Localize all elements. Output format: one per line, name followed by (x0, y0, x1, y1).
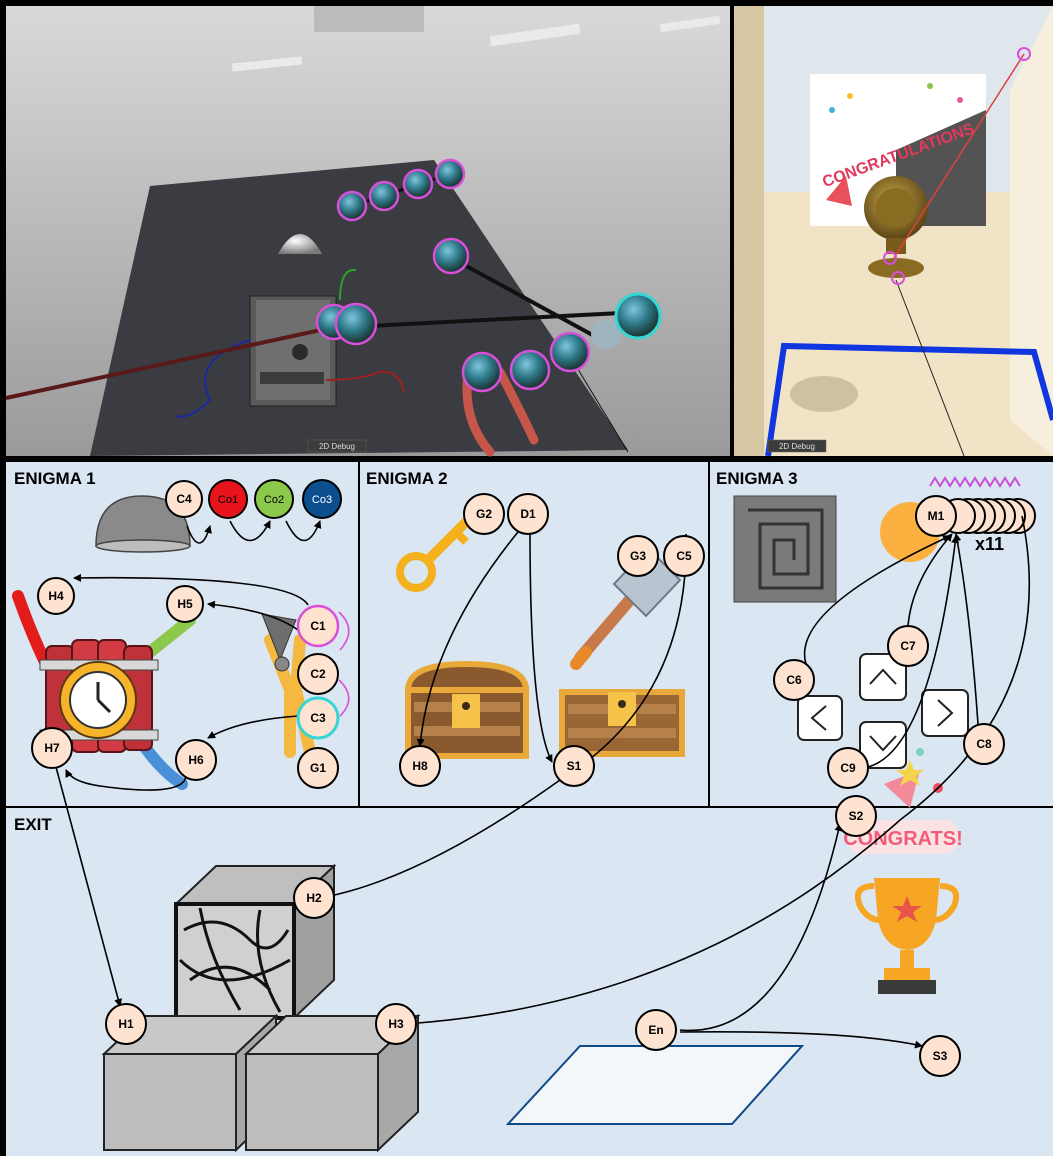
right-debug-label: 2D Debug (779, 442, 815, 451)
node-g2-label: G2 (476, 507, 492, 521)
arrow-key-icons (797, 653, 969, 769)
enigma2-title: ENIGMA 2 (366, 469, 448, 488)
game-dome (278, 234, 322, 254)
game-bomb (249, 295, 337, 407)
right-key-icon (921, 689, 969, 737)
node-c8: C8 (963, 723, 1005, 765)
node-c6-label: C6 (786, 673, 802, 687)
node-c5: C5 (663, 535, 705, 577)
node-d1: D1 (507, 493, 549, 535)
node-s1: S1 (553, 745, 595, 787)
congrats-banner-text: CONGRATS! (843, 828, 963, 850)
node-c2-label: C2 (310, 667, 326, 681)
node-h1: H1 (105, 1003, 147, 1045)
node-c1: C1 (296, 604, 340, 648)
node-g2: G2 (463, 493, 505, 535)
trophy-icon (854, 878, 960, 994)
node-m1: M1 (915, 495, 957, 537)
node-h2-label: H2 (306, 891, 322, 905)
node-h3: H3 (375, 1003, 417, 1045)
node-co1-label: Co1 (218, 494, 238, 506)
vr-screenshot-right: CONGRATULATIONS 2D Debug (734, 6, 1053, 457)
node-h8-label: H8 (412, 759, 428, 773)
node-s2: S2 (835, 795, 877, 837)
node-c5-label: C5 (676, 549, 692, 563)
floor-plate (505, 1045, 805, 1125)
exit-title: EXIT (14, 815, 52, 834)
node-h7-label: H7 (44, 741, 60, 755)
node-h4: H4 (37, 577, 75, 615)
node-h3-label: H3 (388, 1017, 404, 1031)
node-co3-label: Co3 (312, 494, 332, 506)
left-key-icon (797, 695, 843, 741)
node-m1-label: M1 (928, 509, 945, 523)
node-co1: Co1 (208, 479, 248, 519)
node-c7: C7 (887, 625, 929, 667)
connector-arrows (55, 515, 1031, 1049)
node-c1-label: C1 (310, 619, 326, 633)
node-c3: C3 (296, 696, 340, 740)
maze-icon (733, 495, 837, 603)
node-c7-label: C7 (900, 639, 916, 653)
pliers-icon (261, 613, 316, 758)
enigma3-title: ENIGMA 3 (716, 469, 798, 488)
node-h5-label: H5 (177, 597, 193, 611)
node-h1-label: H1 (118, 1017, 134, 1031)
node-c9-label: C9 (840, 761, 856, 775)
spring-icon (929, 476, 1021, 488)
node-c9: C9 (827, 747, 869, 789)
node-c4-label: C4 (176, 492, 192, 506)
node-g3: G3 (617, 535, 659, 577)
game-trophy (864, 176, 928, 278)
node-c3-label: C3 (310, 711, 326, 725)
node-c6: C6 (773, 659, 815, 701)
vr-screenshot-left: 2D Debug (5, 6, 730, 457)
congrats-icon: CONGRATS! (843, 748, 963, 854)
node-h6-label: H6 (188, 753, 204, 767)
node-c8-label: C8 (976, 737, 992, 751)
node-s3-label: S3 (933, 1049, 948, 1063)
down-key-icon (859, 721, 907, 769)
dome-icon (95, 495, 191, 553)
up-key-icon (859, 653, 907, 701)
left-debug-label: 2D Debug (319, 442, 355, 451)
node-h7: H7 (31, 727, 73, 769)
node-co2-label: Co2 (264, 494, 284, 506)
diagram-nodes: C4 Co1 Co2 Co3 H4 H5 C1 C2 (31, 479, 1005, 1077)
game-orbs (315, 158, 662, 393)
node-d1-label: D1 (520, 507, 536, 521)
node-co2: Co2 (254, 479, 294, 519)
node-h6: H6 (175, 739, 217, 781)
node-co3: Co3 (302, 479, 342, 519)
chest-open-icon (559, 689, 685, 757)
node-c4: C4 (165, 480, 203, 518)
node-s2-label: S2 (849, 809, 864, 823)
node-h5: H5 (166, 585, 204, 623)
enigma1-title: ENIGMA 1 (14, 469, 96, 488)
node-g1-label: G1 (310, 761, 326, 775)
node-s3: S3 (919, 1035, 961, 1077)
node-h8: H8 (399, 745, 441, 787)
node-g3-label: G3 (630, 549, 646, 563)
node-g1: G1 (297, 747, 339, 789)
node-en-label: En (648, 1023, 663, 1037)
node-en: En (635, 1009, 677, 1051)
m1-multiplier: x11 (975, 534, 1004, 554)
node-h4-label: H4 (48, 589, 64, 603)
node-h2: H2 (293, 877, 335, 919)
node-s1-label: S1 (567, 759, 582, 773)
node-c2: C2 (297, 653, 339, 695)
